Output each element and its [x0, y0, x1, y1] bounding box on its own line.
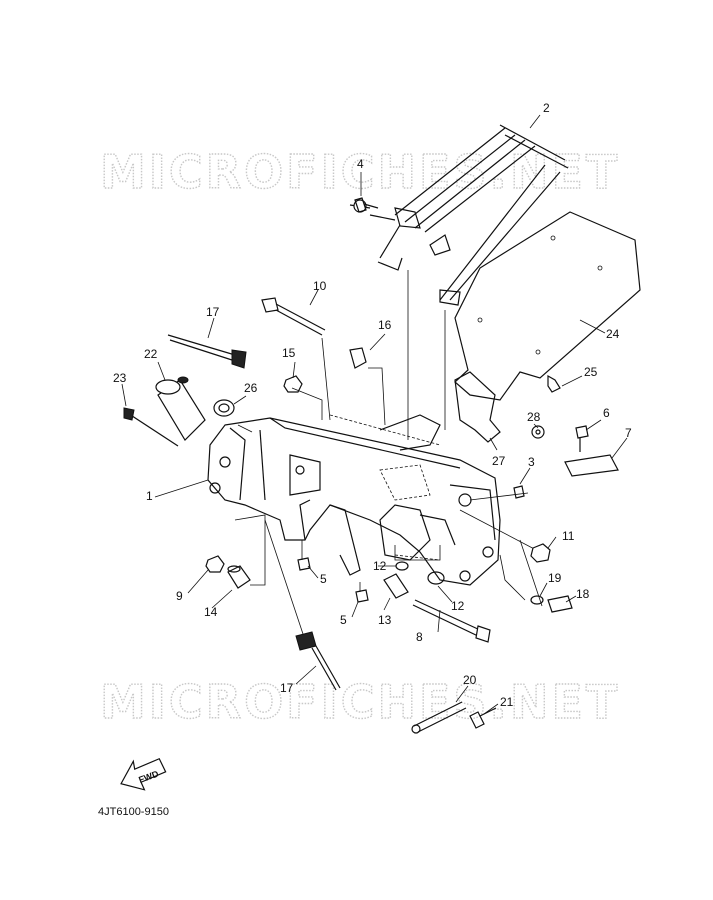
- drawing-code: 4JT6100-9150: [98, 806, 169, 818]
- part-label-5a: 5: [320, 572, 327, 586]
- nut-28: [531, 425, 545, 439]
- bolt-10: [261, 297, 326, 336]
- part-label-18: 18: [576, 587, 590, 601]
- bracket-7: [564, 454, 619, 477]
- part-label-17-bottom: 17: [280, 681, 294, 695]
- part-label-16: 16: [378, 318, 392, 332]
- bolt-3: [513, 485, 525, 499]
- part-label-26: 26: [244, 381, 258, 395]
- clip-16: [349, 347, 367, 369]
- nut-15: [283, 375, 303, 393]
- cable-tie-17-bottom: [295, 631, 341, 691]
- grommet-26: [213, 399, 235, 417]
- part-label-21: 21: [500, 695, 514, 709]
- side-plate: [454, 211, 641, 401]
- part-label-1: 1: [146, 489, 153, 503]
- collar-14: [227, 565, 251, 589]
- part-label-2: 2: [543, 101, 550, 115]
- bolt-5b: [355, 589, 369, 603]
- part-label-28: 28: [527, 410, 541, 424]
- part-label-17-top: 17: [206, 305, 220, 319]
- part-label-6: 6: [603, 406, 610, 420]
- nut-11: [530, 543, 551, 563]
- bolt-21: [469, 707, 497, 729]
- nut-9: [205, 555, 225, 573]
- fwd-arrow: FWD: [120, 757, 167, 791]
- part-label-14: 14: [204, 605, 218, 619]
- nut-12b: [427, 571, 445, 585]
- part-label-11: 11: [562, 529, 575, 543]
- watermark-bottom: MICROFICHES.NET: [100, 675, 620, 729]
- plate-20: [411, 701, 467, 734]
- part-label-20: 20: [463, 673, 477, 687]
- part-label-12b: 12: [451, 599, 465, 613]
- bolt-8: [412, 599, 491, 643]
- part-label-23: 23: [113, 371, 127, 385]
- bracket-27: [454, 371, 501, 443]
- part-label-9: 9: [176, 589, 183, 603]
- part-label-8: 8: [416, 630, 423, 644]
- callout-leaders: [121, 114, 628, 715]
- part-label-7: 7: [625, 426, 632, 440]
- bolt-5a: [297, 557, 311, 571]
- watermark-top: MICROFICHES.NET: [100, 145, 620, 199]
- rear-frame: [349, 124, 569, 306]
- nut-12a: [395, 561, 409, 571]
- part-label-5b: 5: [340, 613, 347, 627]
- part-label-10: 10: [313, 279, 327, 293]
- part-label-3: 3: [528, 455, 535, 469]
- part-label-24: 24: [606, 327, 620, 341]
- part-label-12a: 12: [373, 559, 387, 573]
- leader-lines: [234, 270, 543, 641]
- bolt-18: [547, 595, 573, 613]
- part-label-19: 19: [548, 571, 562, 585]
- part-label-4: 4: [357, 157, 364, 171]
- main-frame: [207, 414, 501, 586]
- bolt-4: [354, 197, 379, 213]
- collar-13: [383, 573, 409, 599]
- part-label-22: 22: [144, 347, 158, 361]
- canister-22: [155, 376, 206, 441]
- part-label-25: 25: [584, 365, 598, 379]
- part-label-27: 27: [492, 454, 506, 468]
- cable-tie-23: [123, 407, 179, 447]
- part-label-15: 15: [282, 346, 296, 360]
- bolt-25: [547, 374, 561, 393]
- bolt-6: [575, 425, 589, 452]
- cable-tie-17-top: [167, 334, 247, 369]
- part-label-13: 13: [378, 613, 392, 627]
- washer-19: [530, 595, 544, 605]
